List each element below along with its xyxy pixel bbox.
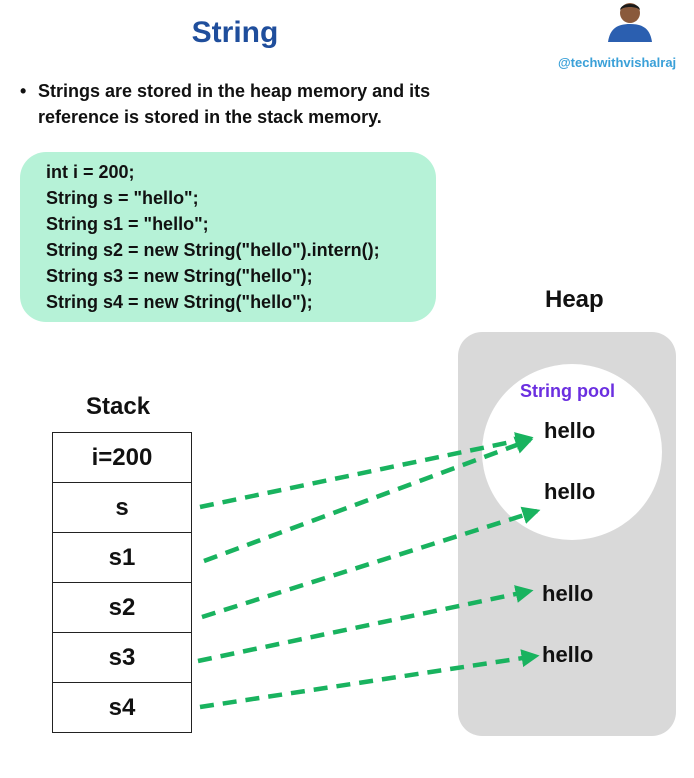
stack-cell: s1: [52, 532, 192, 582]
stack-cell: s3: [52, 632, 192, 682]
reference-arrow-s4: [199, 649, 540, 710]
code-line: String s2 = new String("hello").intern()…: [46, 240, 380, 260]
description-text: Strings are stored in the heap memory an…: [38, 81, 431, 127]
code-block: int i = 200; String s = "hello"; String …: [20, 152, 436, 322]
code-line: String s3 = new String("hello");: [46, 266, 313, 286]
bullet-dot: •: [20, 81, 27, 101]
stack-cell: i=200: [52, 432, 192, 482]
pool-value: hello: [544, 418, 596, 443]
stack-cell: s: [52, 482, 192, 532]
code-line: String s1 = "hello";: [46, 214, 209, 234]
reference-arrow-s1: [203, 436, 534, 564]
author-avatar: [604, 0, 656, 42]
reference-arrow-s: [199, 432, 534, 510]
code-line: int i = 200;: [46, 162, 135, 182]
stack-cell: s2: [52, 582, 192, 632]
string-pool-label: String pool: [520, 381, 615, 401]
code-line: String s4 = new String("hello");: [46, 292, 313, 312]
heap-label: Heap: [545, 286, 604, 313]
stack-cell: s4: [52, 682, 192, 733]
description-bullet: • Strings are stored in the heap memory …: [20, 78, 480, 130]
reference-arrow-s2: [201, 506, 541, 620]
code-line: String s = "hello";: [46, 188, 199, 208]
author-handle: @techwithvishalraj: [558, 55, 677, 70]
stack-table: i=200 s s1 s2 s3 s4: [52, 432, 192, 733]
reference-arrow-s3: [197, 585, 534, 664]
page-title: String: [191, 16, 279, 49]
pool-value: hello: [544, 479, 596, 504]
stack-label: Stack: [86, 393, 151, 420]
heap-value: hello: [542, 581, 594, 606]
string-pool-area: [482, 364, 662, 540]
heap-value: hello: [542, 642, 594, 667]
